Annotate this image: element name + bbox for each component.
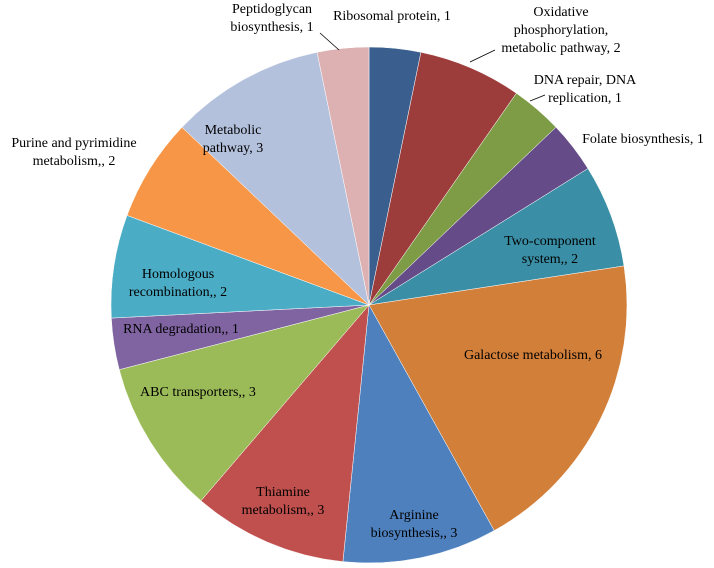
slice-label: ABC transporters,, 3 [140,385,256,400]
leader-line [529,94,546,102]
slice-label: RNA degradation,, 1 [123,322,239,337]
pie-slice [181,51,370,306]
leader-line [319,32,340,51]
pie-slice [316,46,370,306]
pie-slice [118,304,370,502]
pie-slice [200,304,370,562]
slice-label: Ribosomal protein, 1 [333,9,451,24]
leader-line [469,49,496,63]
pie-slice [342,304,495,564]
slice-label: Folate biosynthesis, 1 [582,132,704,147]
slice-label: Galactose metabolism, 6 [464,348,602,363]
pie-slices [110,46,628,564]
pie-slice [368,265,628,531]
leader-lines [319,32,546,102]
